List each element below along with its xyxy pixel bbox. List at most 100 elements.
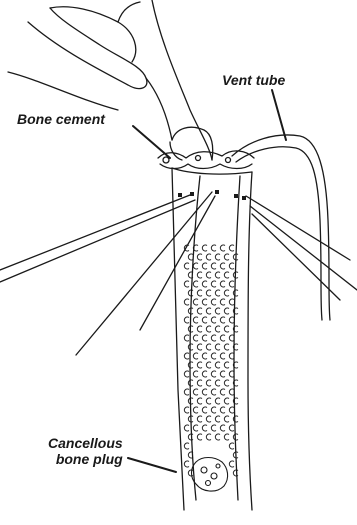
stipple-mark	[229, 281, 234, 287]
stipple-mark	[184, 299, 189, 305]
stipple-mark	[220, 263, 225, 269]
bone-cement-label: Bone cement	[17, 111, 105, 127]
stipple-mark	[229, 389, 234, 395]
stipple-mark	[184, 317, 189, 323]
stipple-mark	[211, 335, 216, 341]
stipple-mark	[224, 344, 229, 350]
stipple-mark	[206, 416, 211, 422]
stipple-mark	[211, 317, 216, 323]
stipple-mark	[211, 299, 216, 305]
stipple-mark	[229, 335, 234, 341]
stipple-mark	[188, 362, 193, 368]
stipple-mark	[211, 371, 216, 377]
stipple-mark	[188, 470, 193, 476]
stipple-mark	[220, 299, 225, 305]
stipple-mark	[197, 254, 202, 260]
stipple-mark	[224, 398, 229, 404]
vent-tube-drawing	[232, 135, 330, 320]
stipple-mark	[224, 254, 229, 260]
stipple-mark	[193, 317, 198, 323]
vent-tube-label: Vent tube	[222, 72, 285, 88]
stipple-mark	[211, 353, 216, 359]
stipple-mark	[197, 362, 202, 368]
medullary-canal	[190, 176, 240, 500]
stipple-mark	[224, 362, 229, 368]
stipple-mark	[215, 326, 220, 332]
stipple-mark	[197, 290, 202, 296]
stipple-mark	[184, 461, 189, 467]
stipple-mark	[206, 398, 211, 404]
stipple-mark	[233, 416, 238, 422]
stipple-mark	[206, 326, 211, 332]
stipple-mark	[202, 335, 207, 341]
stipple-mark	[220, 389, 225, 395]
stipple-mark	[202, 281, 207, 287]
stipple-mark	[215, 362, 220, 368]
stipple-mark	[229, 443, 234, 449]
stipple-mark	[215, 290, 220, 296]
stipple-mark	[184, 335, 189, 341]
stipple-mark	[229, 353, 234, 359]
cancellous-bone-plug-label-line2: bone plug	[48, 451, 123, 467]
stipple-mark	[211, 425, 216, 431]
stipple-mark	[206, 272, 211, 278]
stipple-mark	[215, 380, 220, 386]
stipple-mark	[184, 263, 189, 269]
stipple-mark	[206, 308, 211, 314]
stipple-mark	[193, 425, 198, 431]
stipple-mark	[220, 317, 225, 323]
stipple-mark	[229, 407, 234, 413]
stipple-mark	[220, 281, 225, 287]
stipple-mark	[184, 389, 189, 395]
cancellous-bone-plug-label: Cancellous bone plug	[48, 435, 123, 467]
stipple-mark	[224, 380, 229, 386]
stipple-mark	[229, 263, 234, 269]
stipple-mark	[193, 281, 198, 287]
stipple-mark	[197, 380, 202, 386]
stipple-mark	[224, 290, 229, 296]
stipple-mark	[197, 398, 202, 404]
stipple-mark	[220, 353, 225, 359]
stipple-mark	[224, 272, 229, 278]
stipple-mark	[224, 308, 229, 314]
stipple-mark	[211, 245, 216, 251]
stipple-mark	[184, 371, 189, 377]
stipple-mark	[220, 371, 225, 377]
stipple-mark	[229, 317, 234, 323]
stipple-mark	[193, 335, 198, 341]
retractor-wires	[0, 192, 357, 355]
stipple-mark	[220, 335, 225, 341]
stipple-mark	[206, 380, 211, 386]
stipple-mark	[206, 254, 211, 260]
stipple-mark	[215, 434, 220, 440]
cancellous-bone-plug-label-line1: Cancellous	[48, 435, 123, 451]
stipple-mark	[220, 407, 225, 413]
stipple-mark	[229, 425, 234, 431]
stipple-mark	[211, 407, 216, 413]
nozzle-drawing	[152, 0, 213, 160]
stipple-mark	[202, 389, 207, 395]
stipple-mark	[229, 461, 234, 467]
stipple-mark	[220, 425, 225, 431]
stipple-mark	[193, 353, 198, 359]
stipple-mark	[206, 362, 211, 368]
stipple-mark	[184, 281, 189, 287]
stipple-mark	[224, 434, 229, 440]
stipple-mark	[211, 263, 216, 269]
stipple-mark	[202, 407, 207, 413]
stipple-mark	[184, 425, 189, 431]
stipple-mark	[215, 344, 220, 350]
stipple-mark	[197, 272, 202, 278]
stipple-mark	[233, 290, 238, 296]
stipple-mark	[184, 443, 189, 449]
stipple-mark	[215, 254, 220, 260]
stipple-mark	[197, 308, 202, 314]
stipple-mark	[229, 245, 234, 251]
stipple-mark	[202, 317, 207, 323]
stipple-mark	[202, 425, 207, 431]
stipple-mark	[211, 281, 216, 287]
stipple-mark	[202, 299, 207, 305]
stipple-mark	[224, 326, 229, 332]
stipple-mark	[197, 416, 202, 422]
